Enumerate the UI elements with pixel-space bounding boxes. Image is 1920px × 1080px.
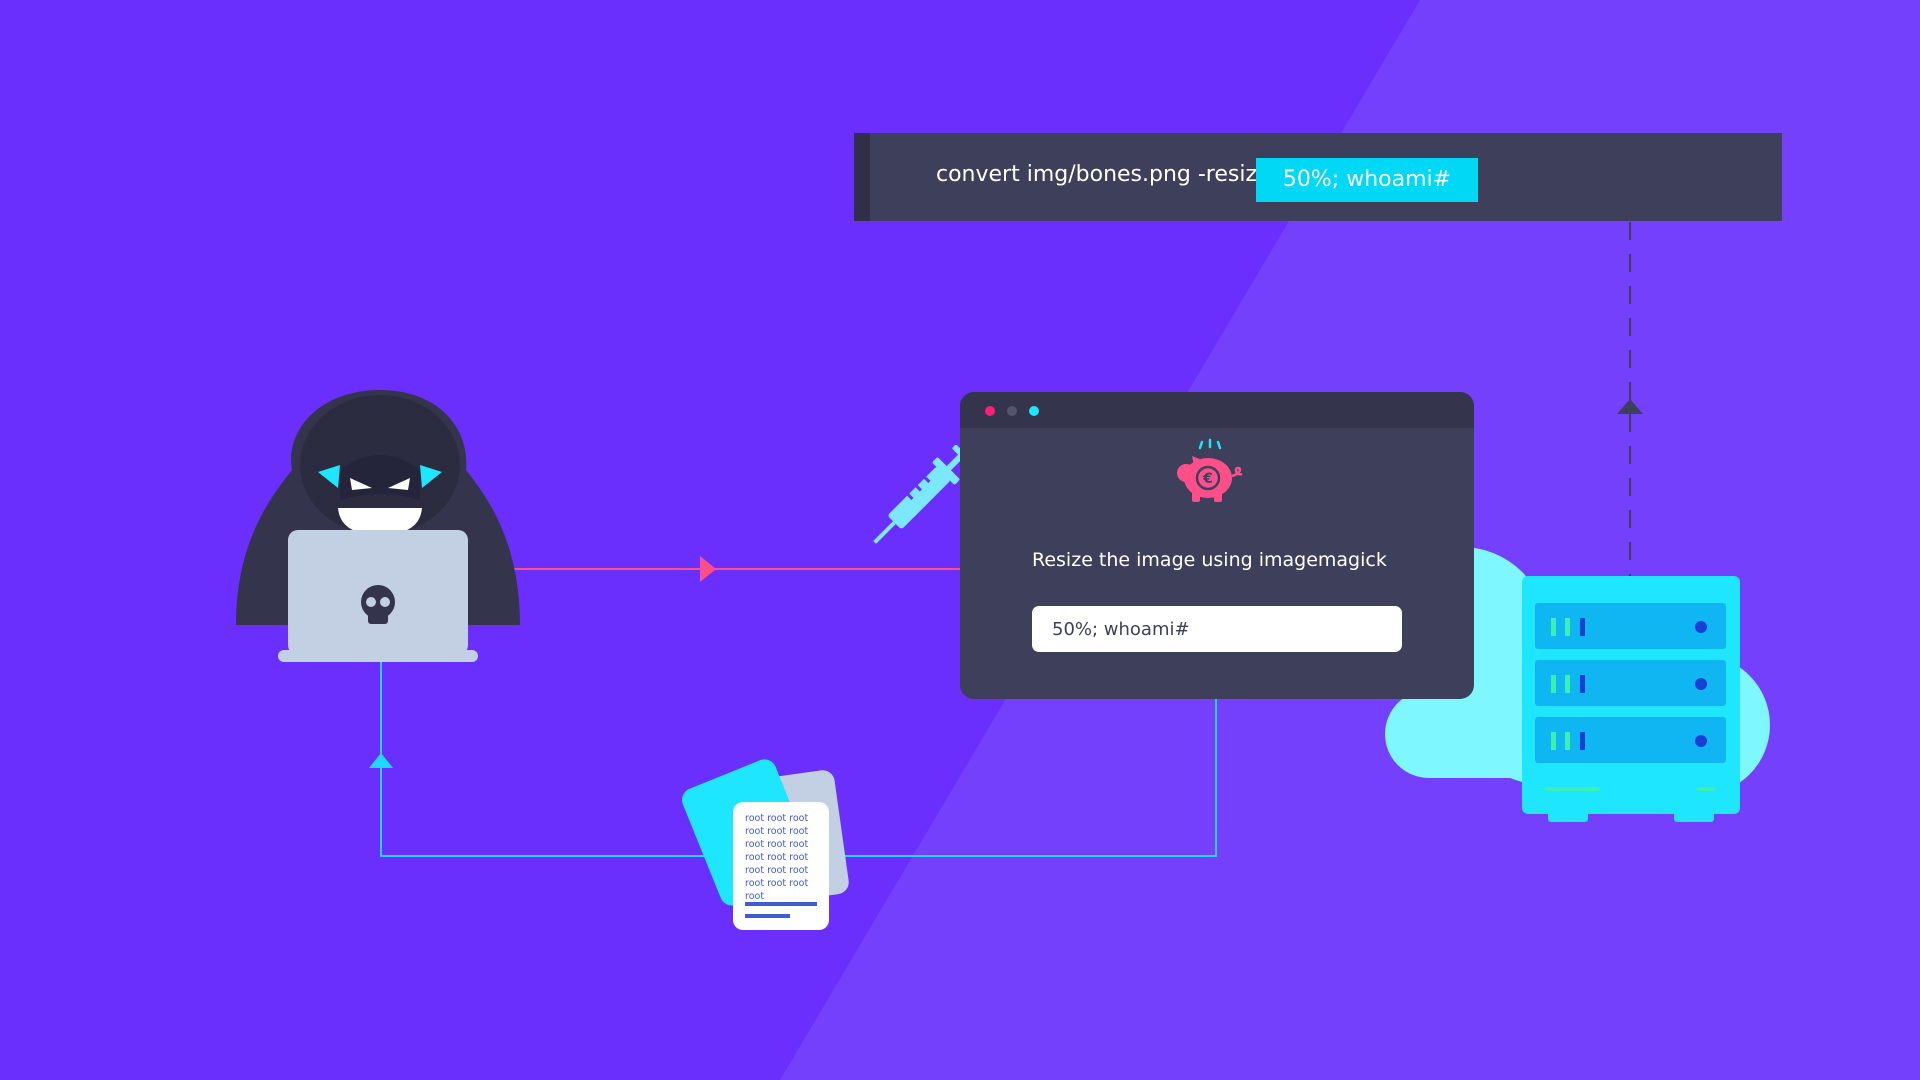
document-line: root root root [745, 865, 809, 876]
execution-arrow [1617, 222, 1643, 578]
piggy-bank-icon: € [1177, 438, 1243, 502]
syringe-icon [873, 444, 973, 544]
browser-titlebar [960, 392, 1474, 428]
document-line: root root root [745, 839, 809, 850]
document-line: root root root [745, 813, 809, 824]
minimize-dot-icon[interactable] [1007, 406, 1017, 416]
command-text: convert img/bones.png -resize' [936, 162, 1277, 187]
server-icon [1522, 576, 1740, 822]
form-label: Resize the image using imagemagick [1032, 549, 1387, 571]
document-line: root root root [745, 826, 809, 837]
svg-text:€: € [1202, 471, 1213, 487]
command-bar-accent [854, 133, 870, 221]
injected-payload-highlight: 50%; whoami# [1256, 158, 1478, 202]
document-line: root root root [745, 852, 809, 863]
maximize-dot-icon[interactable] [1029, 406, 1039, 416]
document-stack-icon [682, 759, 849, 930]
document-line: root [745, 891, 765, 902]
close-dot-icon[interactable] [985, 406, 995, 416]
injection-arrow [500, 556, 960, 582]
resize-input[interactable] [1032, 606, 1402, 652]
document-line: root root root [745, 878, 809, 889]
skull-icon [361, 585, 395, 624]
browser-window: € Resize the image using imagemagick [960, 392, 1474, 699]
